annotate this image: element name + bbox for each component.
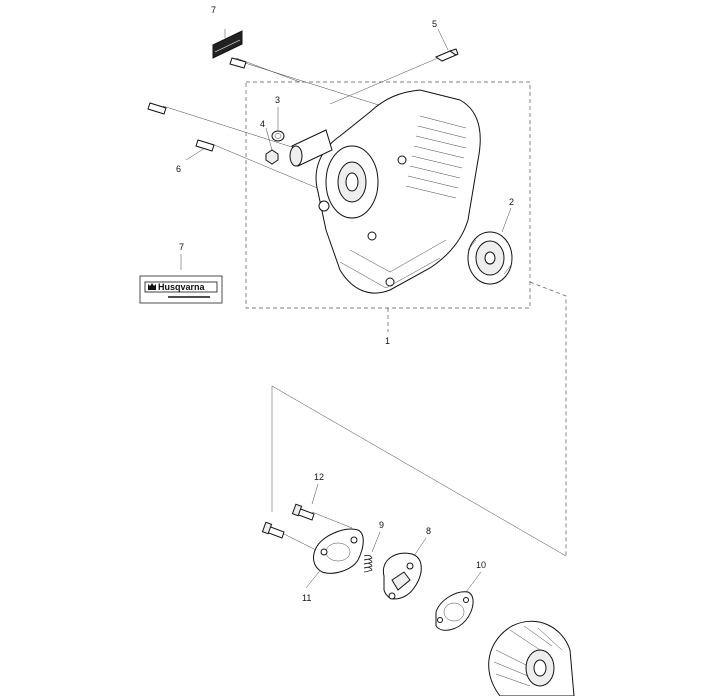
spring-9 xyxy=(363,554,373,573)
callout-9: 9 xyxy=(379,520,384,530)
flywheel xyxy=(488,620,575,696)
callout-5: 5 xyxy=(432,19,437,29)
decal-brand-text: Husqvarna xyxy=(158,282,206,292)
assembly-1-boundary xyxy=(245,81,567,556)
bolt-12a xyxy=(291,503,315,521)
bolt-long-top xyxy=(229,57,247,69)
leader-lines xyxy=(162,28,567,593)
bolt-6a xyxy=(147,102,167,115)
callout-12: 12 xyxy=(314,472,324,482)
plate-10 xyxy=(435,591,474,631)
starter-housing-1 xyxy=(289,89,481,294)
husqvarna-crown-icon xyxy=(148,283,156,290)
callout-3: 3 xyxy=(275,95,280,105)
starter-pulley-2 xyxy=(467,231,513,285)
decal-7-top xyxy=(212,30,243,59)
callout-labels: 7 5 3 4 6 2 7 1 12 9 8 10 11 xyxy=(176,5,514,603)
callout-2: 2 xyxy=(509,197,514,207)
callout-7-decal: 7 xyxy=(179,242,184,252)
callout-1: 1 xyxy=(385,336,390,346)
callout-11: 11 xyxy=(302,593,311,603)
callout-8: 8 xyxy=(426,526,431,536)
callout-6: 6 xyxy=(176,164,181,174)
ratchet-8 xyxy=(382,552,422,600)
bolt-12b xyxy=(261,521,285,539)
callout-4: 4 xyxy=(260,119,265,129)
husqvarna-decal-7: Husqvarna xyxy=(139,275,223,304)
bolt-5 xyxy=(434,48,459,62)
washer-3 xyxy=(271,130,285,142)
callout-10: 10 xyxy=(476,560,486,570)
nut-4 xyxy=(265,149,279,165)
bolt-6b xyxy=(195,139,215,152)
clutch-plate-11 xyxy=(313,528,364,574)
callout-7-top: 7 xyxy=(211,5,216,15)
